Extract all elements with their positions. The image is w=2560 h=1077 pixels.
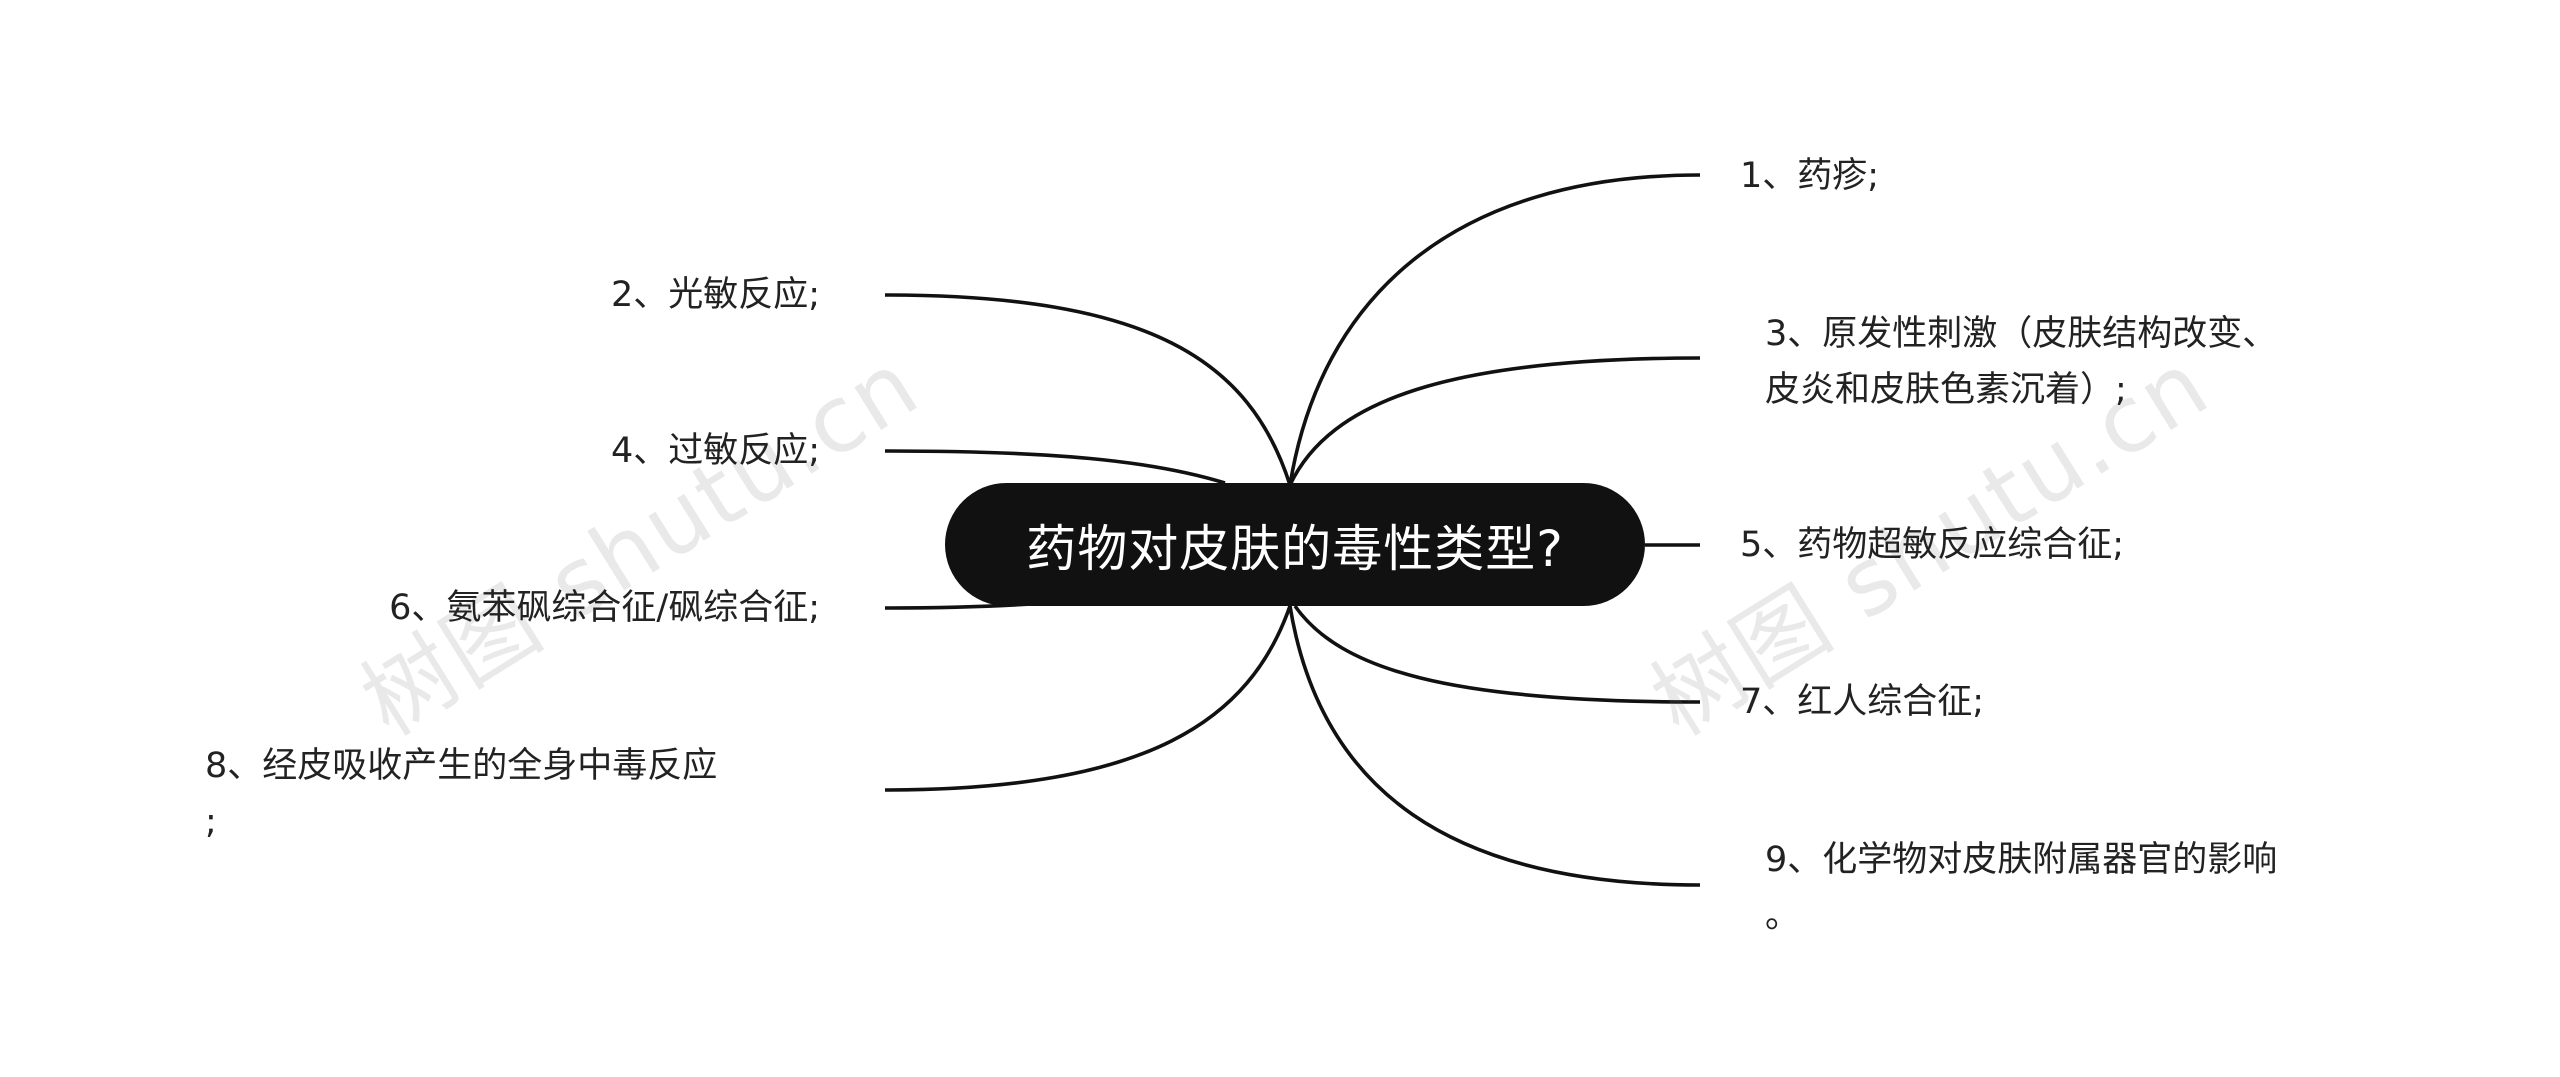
branch-label-8-line2: ; [205,802,217,842]
branch-label-8-line1: 8、经皮吸收产生的全身中毒反应 [205,746,718,786]
branch-node-2[interactable]: 2、光敏反应; [500,267,820,323]
branch-node-5[interactable]: 5、药物超敏反应综合征; [1740,517,2124,573]
branch-label-3-line1: 3、原发性刺激（皮肤结构改变、 [1765,314,2278,354]
connector-l4 [884,449,1226,485]
connector-r3 [1288,356,1701,486]
branch-node-8[interactable]: 8、经皮吸收产生的全身中毒反应 ; [205,738,717,850]
connector-r7 [1293,604,1701,704]
branch-label-1: 1、药疹; [1740,156,1880,196]
branch-label-3-line2: 皮炎和皮肤色素沉着）; [1765,370,2127,410]
branch-node-6[interactable]: 6、氨苯砜综合征/砜综合征; [300,580,820,636]
central-topic-label: 药物对皮肤的毒性类型? [1026,519,1564,578]
connector-r9 [1288,605,1701,887]
connector-l2 [884,293,1292,486]
branch-label-2: 2、光敏反应; [610,275,820,315]
branch-node-4[interactable]: 4、过敏反应; [500,423,820,479]
branch-label-6: 6、氨苯砜综合征/砜综合征; [389,588,820,628]
branch-node-7[interactable]: 7、红人综合征; [1740,674,1984,730]
branch-label-9-line2: 。 [1765,896,1801,936]
branch-node-9[interactable]: 9、化学物对皮肤附属器官的影响 。 [1765,832,2277,944]
branch-label-7: 7、红人综合征; [1740,682,1985,722]
connector-l8 [884,605,1292,792]
branch-node-1[interactable]: 1、药疹; [1740,148,1879,204]
connector-r1 [1288,173,1701,486]
branch-label-4: 4、过敏反应; [610,431,820,471]
branch-node-3[interactable]: 3、原发性刺激（皮肤结构改变、 皮炎和皮肤色素沉着）; [1765,306,2277,418]
central-topic-node[interactable]: 药物对皮肤的毒性类型? [945,483,1645,606]
branch-label-9-line1: 9、化学物对皮肤附属器官的影响 [1765,840,2278,880]
branch-label-5: 5、药物超敏反应综合征; [1740,525,2125,565]
